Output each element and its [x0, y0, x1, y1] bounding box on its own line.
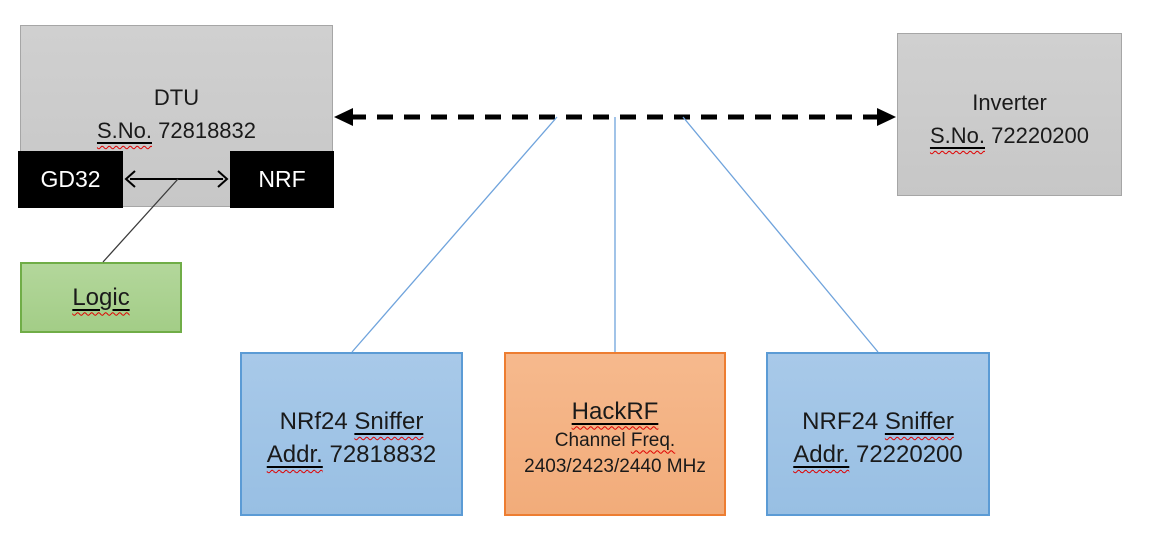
sniffer-left-address: Addr. 72818832	[266, 441, 437, 468]
inverter-title: Inverter	[972, 90, 1047, 115]
box-gd32: GD32	[18, 151, 123, 208]
hackrf-channel-line: Channel Freq.	[554, 429, 676, 451]
box-inverter: Inverter S.No. 72220200	[897, 33, 1122, 196]
dtu-serial-value: 72818832	[158, 118, 257, 143]
inverter-serial-label: S.No.	[929, 123, 985, 148]
dtu-serial: S.No. 72818832	[97, 114, 256, 147]
inverter-serial: S.No. 72220200	[930, 119, 1089, 152]
dtu-title: DTU	[153, 85, 200, 110]
box-nrf: NRF	[230, 151, 334, 208]
nrf-label: NRF	[258, 166, 306, 192]
box-hackrf: HackRF Channel Freq. 2403/2423/2440 MHz	[504, 352, 726, 516]
connector-sniffer-right	[682, 116, 879, 353]
box-sniffer-left: NRf24 Sniffer Addr. 72818832	[240, 352, 463, 516]
box-logic: Logic	[20, 262, 182, 333]
connector-sniffer-left	[351, 116, 558, 353]
inverter-serial-value: 72220200	[991, 123, 1090, 148]
sniffer-right-name: NRF24 Sniffer	[802, 408, 954, 435]
sniffer-left-name: NRf24 Sniffer	[279, 408, 424, 435]
hackrf-frequencies: 2403/2423/2440 MHz	[524, 455, 706, 477]
sniffer-right-address: Addr. 72220200	[793, 441, 963, 468]
dtu-inverter-dashed-arrow	[334, 108, 896, 126]
gd32-label: GD32	[40, 166, 101, 192]
dtu-serial-label: S.No.	[96, 118, 152, 143]
box-sniffer-right: NRF24 Sniffer Addr. 72220200	[766, 352, 990, 516]
hackrf-title: HackRF	[571, 397, 659, 425]
logic-label: Logic	[72, 283, 130, 311]
